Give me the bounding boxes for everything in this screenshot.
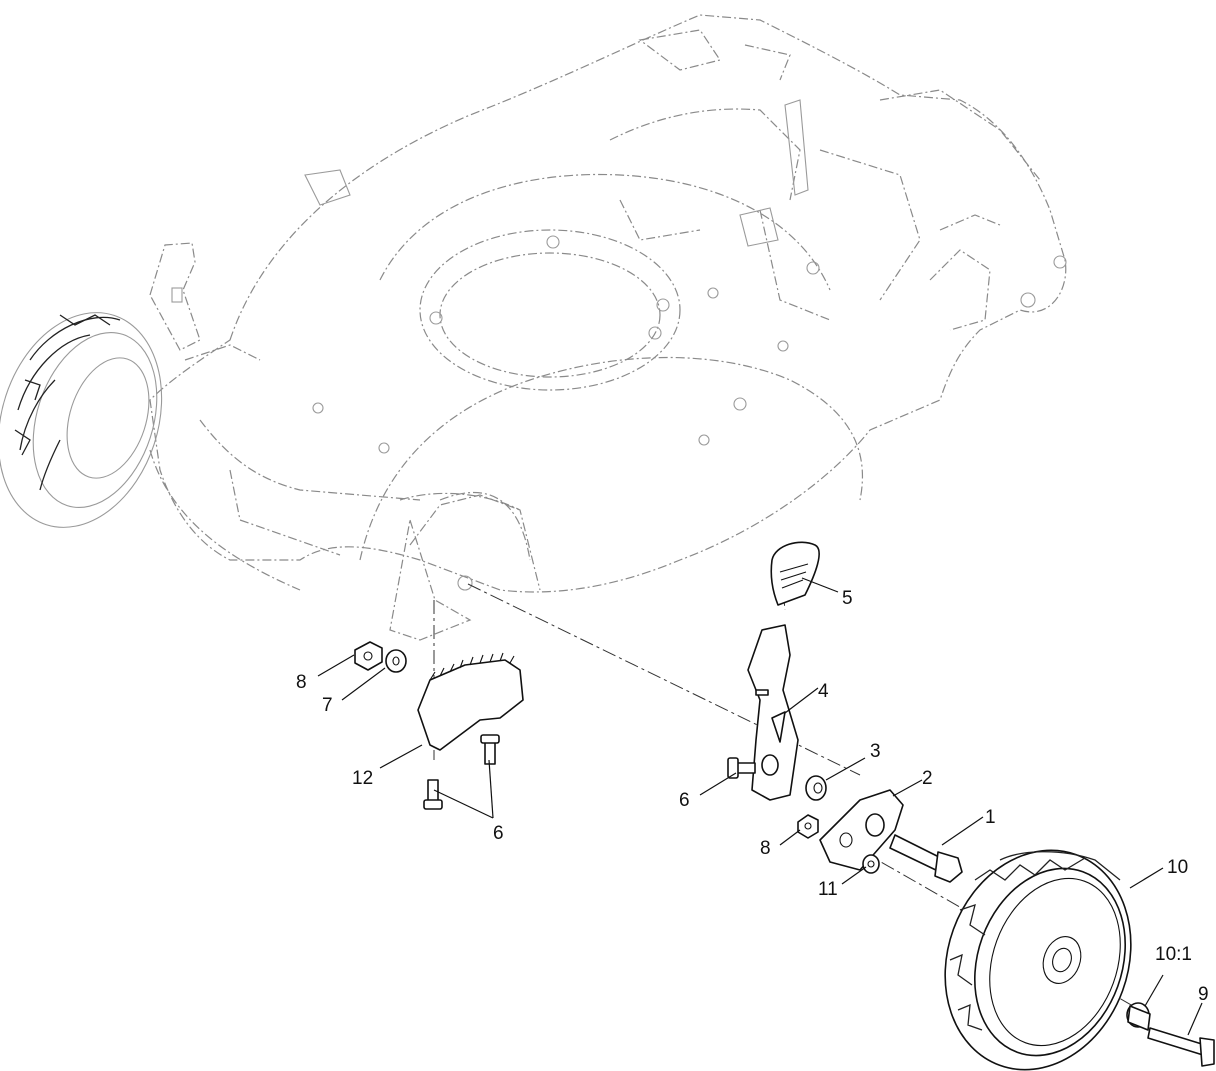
part-8-nut-left xyxy=(354,641,383,671)
callout-1: 1 xyxy=(985,807,996,828)
callout-8-left: 8 xyxy=(296,672,307,693)
callout-10: 10 xyxy=(1167,857,1188,878)
callout-6-right: 6 xyxy=(679,790,690,811)
callout-6-left: 6 xyxy=(493,823,504,844)
part-6-bolts-left xyxy=(423,734,500,810)
callout-2: 2 xyxy=(922,768,933,789)
part-3-spacer xyxy=(805,775,827,801)
callout-11: 11 xyxy=(818,879,838,900)
part-2-pivot-bracket xyxy=(819,789,904,871)
part-10-front-wheel xyxy=(944,849,1132,1071)
leader-lines xyxy=(317,577,1203,1036)
part-11-washer xyxy=(862,854,880,874)
callout-labels: 1 2 3 4 5 6 6 7 8 8 9 10 10:1 11 12 xyxy=(296,588,1209,1005)
callout-9: 9 xyxy=(1198,984,1209,1005)
callout-7: 7 xyxy=(322,695,333,716)
part-7-washer xyxy=(385,649,407,673)
part-1-axle-bolt xyxy=(889,834,963,883)
part-8-nut-right xyxy=(797,814,819,839)
callout-10-1: 10:1 xyxy=(1155,944,1192,965)
part-10-1-bushing xyxy=(1126,1002,1151,1031)
part-5-handle-grip xyxy=(770,541,820,606)
part-9-bolt xyxy=(1147,1027,1215,1067)
left-wheel-phantom xyxy=(0,312,163,528)
callout-4: 4 xyxy=(818,681,829,702)
part-12-adjuster-plate xyxy=(417,652,524,751)
callout-5: 5 xyxy=(842,588,853,609)
callout-8-right: 8 xyxy=(760,838,771,859)
mower-deck-phantom xyxy=(149,14,1067,641)
part-4-lever xyxy=(747,624,799,801)
callout-3: 3 xyxy=(870,741,881,762)
callout-12: 12 xyxy=(352,768,373,789)
